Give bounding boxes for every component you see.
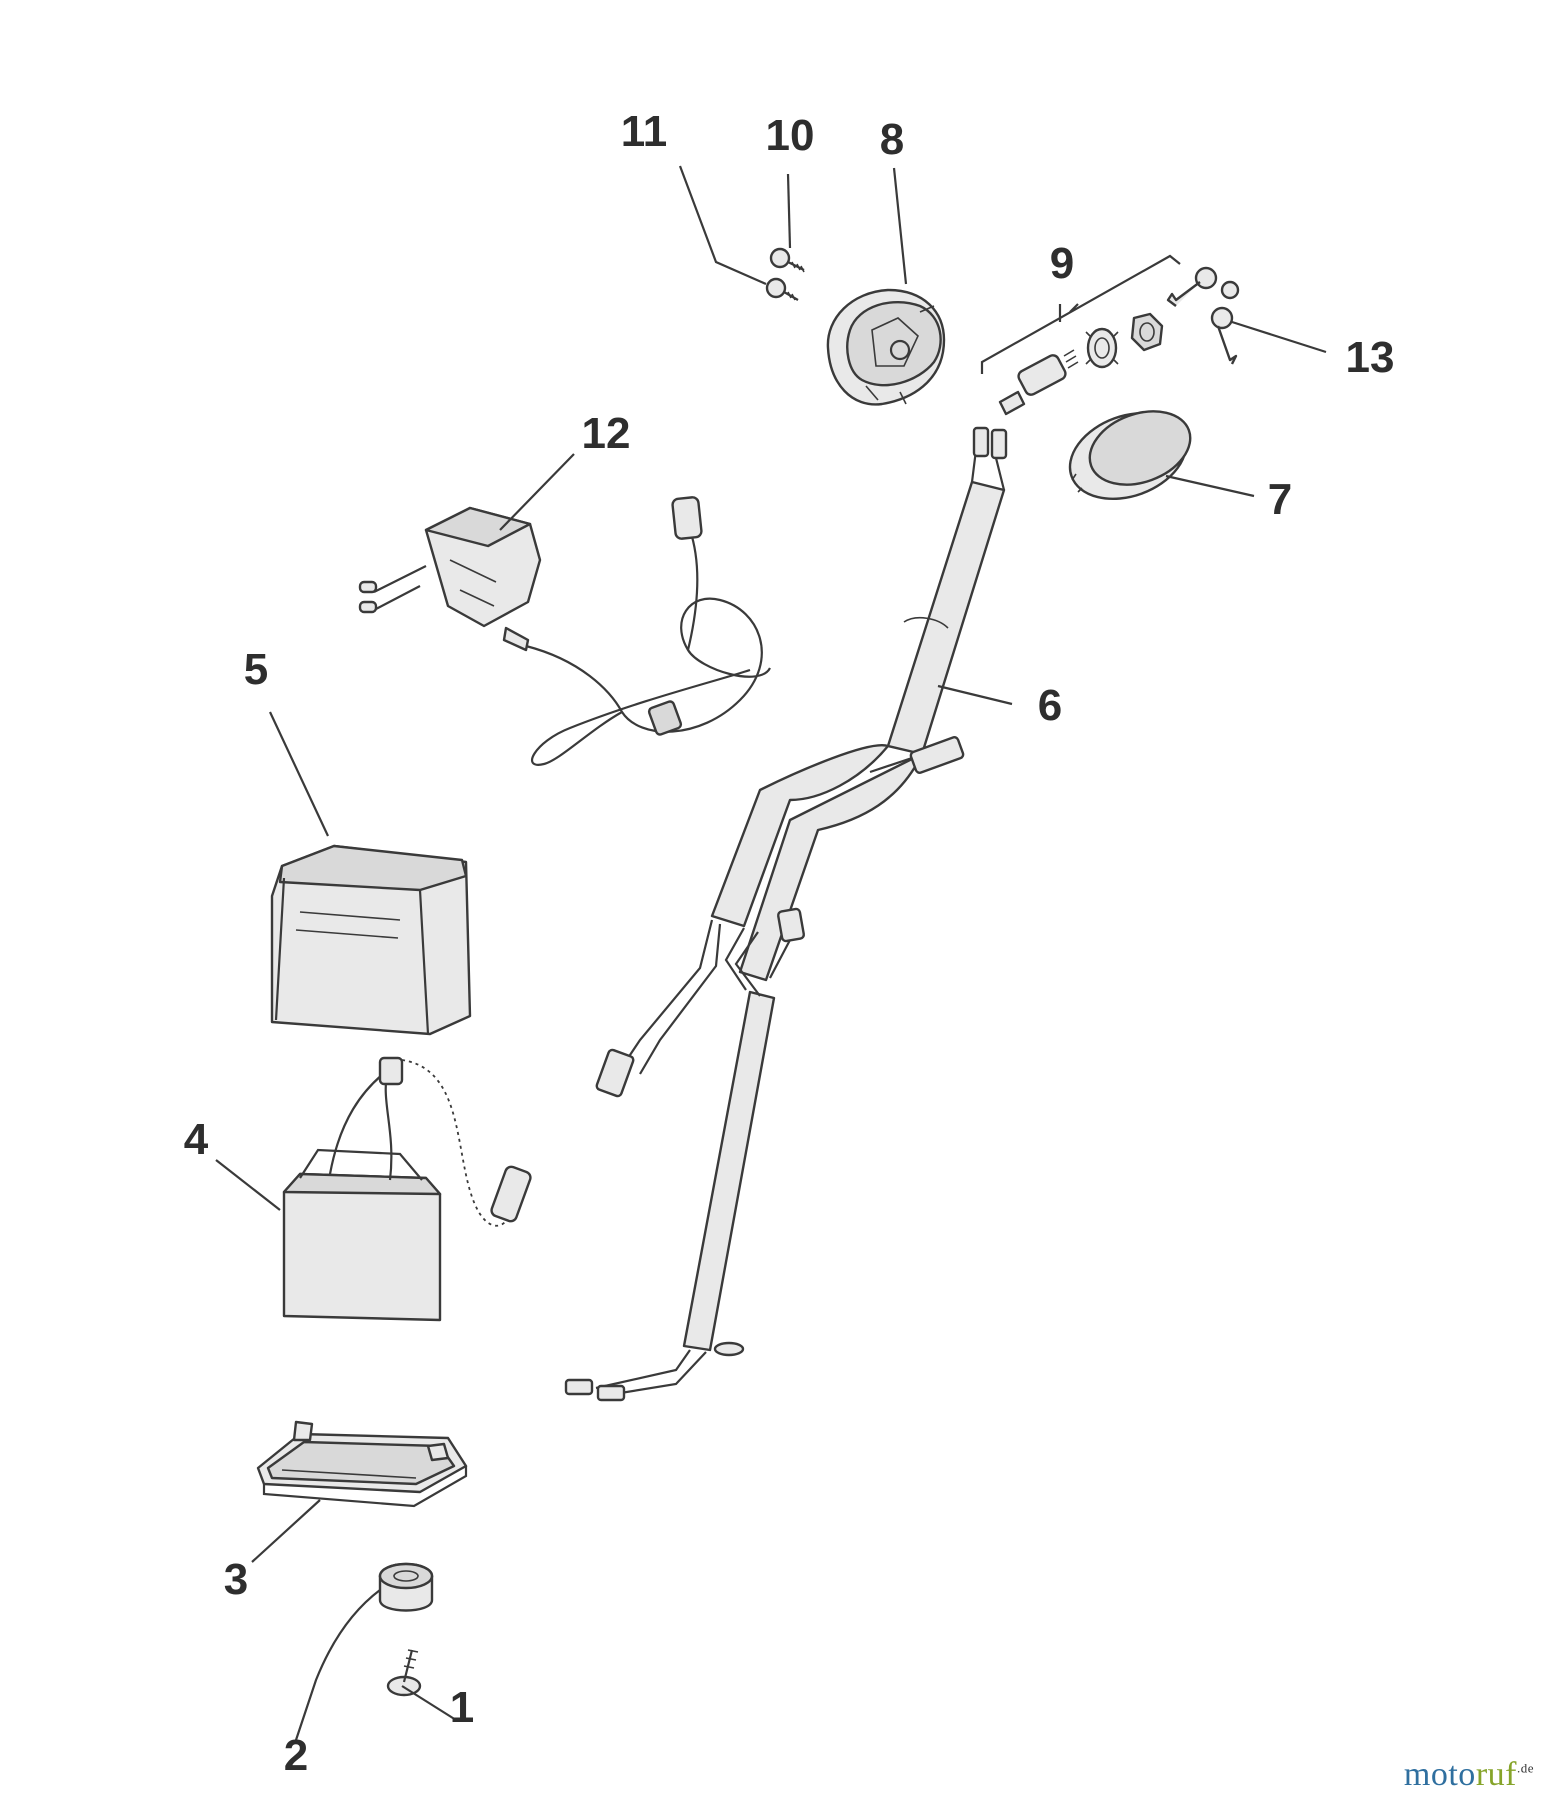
- label-part-7: 7: [1268, 475, 1292, 524]
- part-2-spacer: [378, 1562, 434, 1612]
- part-number-labels: 1 2 3 4 5 6 7 8 9 10 11 12 13: [184, 107, 1395, 1780]
- part-13-keys: [1166, 266, 1240, 365]
- watermark-logo: motoruf.de: [1404, 1756, 1534, 1794]
- label-part-12: 12: [582, 409, 631, 458]
- leader-lines: [215, 165, 1327, 1741]
- part-12-charger: [358, 496, 771, 766]
- part-10-screw: [769, 247, 805, 273]
- part-9-bracket: [980, 254, 1181, 374]
- part-8-switch-housing: [826, 288, 946, 406]
- part-7-cap: [1068, 410, 1192, 501]
- label-part-11: 11: [621, 107, 668, 156]
- part-9-ignition-lock: [998, 312, 1164, 416]
- label-part-1: 1: [450, 1683, 474, 1732]
- label-part-8: 8: [880, 115, 904, 164]
- part-3-battery-tray: [256, 1420, 468, 1508]
- label-part-13: 13: [1346, 333, 1395, 382]
- label-part-10: 10: [766, 111, 815, 160]
- label-part-3: 3: [224, 1555, 248, 1604]
- part-11-screw: [765, 277, 799, 301]
- part-5-battery-cover: [270, 844, 472, 1036]
- watermark-suffix: .de: [1516, 1760, 1534, 1776]
- label-part-6: 6: [1038, 681, 1062, 730]
- label-part-9: 9: [1050, 239, 1074, 288]
- watermark-brand-a: moto: [1403, 1756, 1476, 1793]
- watermark-brand-b: ruf: [1475, 1756, 1517, 1793]
- part-6-wiring-harness: [564, 426, 1008, 1402]
- label-part-5: 5: [244, 645, 268, 694]
- part-4-battery: [282, 1056, 532, 1322]
- label-part-2: 2: [284, 1731, 308, 1780]
- label-part-4: 4: [184, 1115, 209, 1164]
